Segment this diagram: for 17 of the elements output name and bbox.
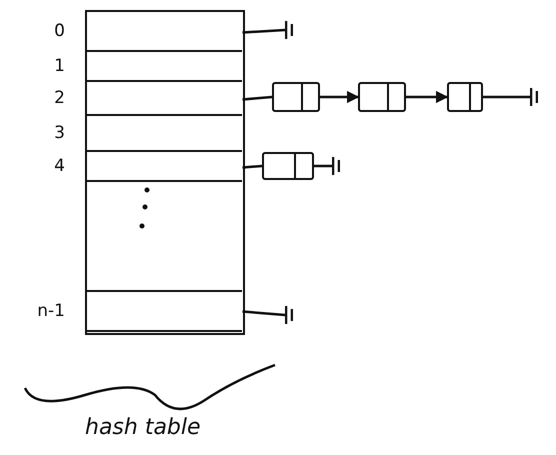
arrow [320,90,360,104]
slot-index: 0 [54,21,65,41]
null-terminator [285,306,293,324]
arrow [406,90,448,104]
slot-index: 4 [54,156,65,176]
null-terminator [332,157,340,175]
null-terminator [530,88,538,106]
slot-index: 2 [54,88,65,108]
slot-index: n-1 [37,301,65,321]
slot-index: 1 [54,56,65,76]
list-node [358,82,406,112]
list-node [272,82,320,112]
null-terminator [285,21,293,39]
list-node [447,82,483,112]
slot-index: 3 [54,123,65,143]
table-caption: hash table [85,415,201,440]
list-node [262,152,314,180]
